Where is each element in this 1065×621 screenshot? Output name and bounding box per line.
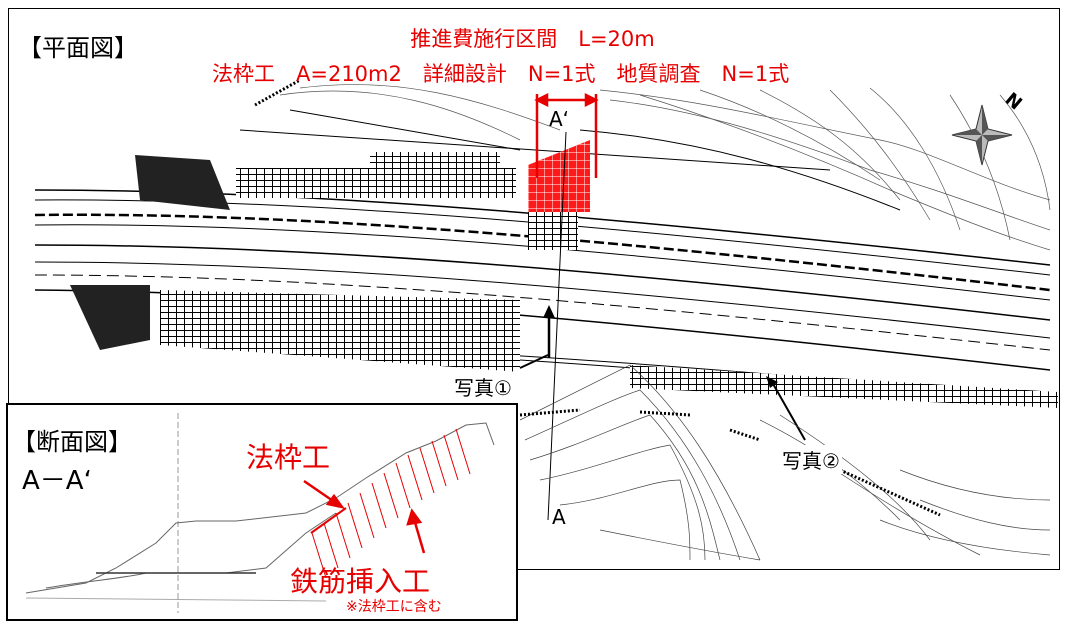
rebar-insertion-label: 鉄筋挿入工: [290, 565, 431, 598]
header-scope: 法枠工 A=210m2 詳細設計 N=1式 地質調査 N=1式: [212, 62, 790, 86]
section-drawing: [25, 413, 495, 613]
section-title: 【断面図】: [12, 428, 132, 456]
section-end-label: A‘: [549, 107, 570, 131]
stair-marks: [254, 78, 941, 517]
header-interval: 推進費施行区間 L=20m: [410, 27, 655, 51]
frame-block-lower-long: [160, 290, 520, 372]
svg-text:N: N: [1001, 89, 1026, 115]
photo2-arrow: [771, 381, 806, 441]
frame-block-below-red: [528, 212, 578, 250]
dark-area-lower: [70, 285, 150, 350]
frame-block-lower-right: [630, 365, 1058, 408]
photo2-label: 写真②: [780, 445, 842, 474]
target-frame-area: [528, 140, 590, 212]
photo2-arrow-head-icon: [766, 376, 778, 388]
upper-slope-hatch: [239, 109, 901, 211]
frame-block-upper-mid: [370, 152, 500, 176]
section-start-label: A: [552, 505, 566, 529]
compass-icon: N: [951, 89, 1026, 166]
interval-bracket: [534, 92, 599, 178]
section-view-frame: [6, 403, 518, 621]
section-line: [547, 131, 567, 521]
section-label: A－A‘: [22, 466, 92, 496]
photo1-arrow: [519, 354, 549, 369]
road-lines: [34, 189, 1051, 406]
section-arrow-icon: [543, 305, 555, 318]
plan-title: 【平面図】: [18, 34, 138, 62]
contour-lines-lower: [519, 364, 1051, 561]
contour-lines-upper: [279, 84, 1051, 251]
section-frame-line: [310, 507, 347, 534]
dark-area-upper: [135, 155, 230, 210]
section-anchor-lines: [311, 428, 471, 579]
section-callout-arrows: [303, 479, 426, 554]
slope-frame-label: 法枠工: [246, 441, 331, 474]
photo1-label: 写真①: [452, 372, 514, 401]
rebar-note: ※法枠工に含む: [346, 599, 442, 615]
